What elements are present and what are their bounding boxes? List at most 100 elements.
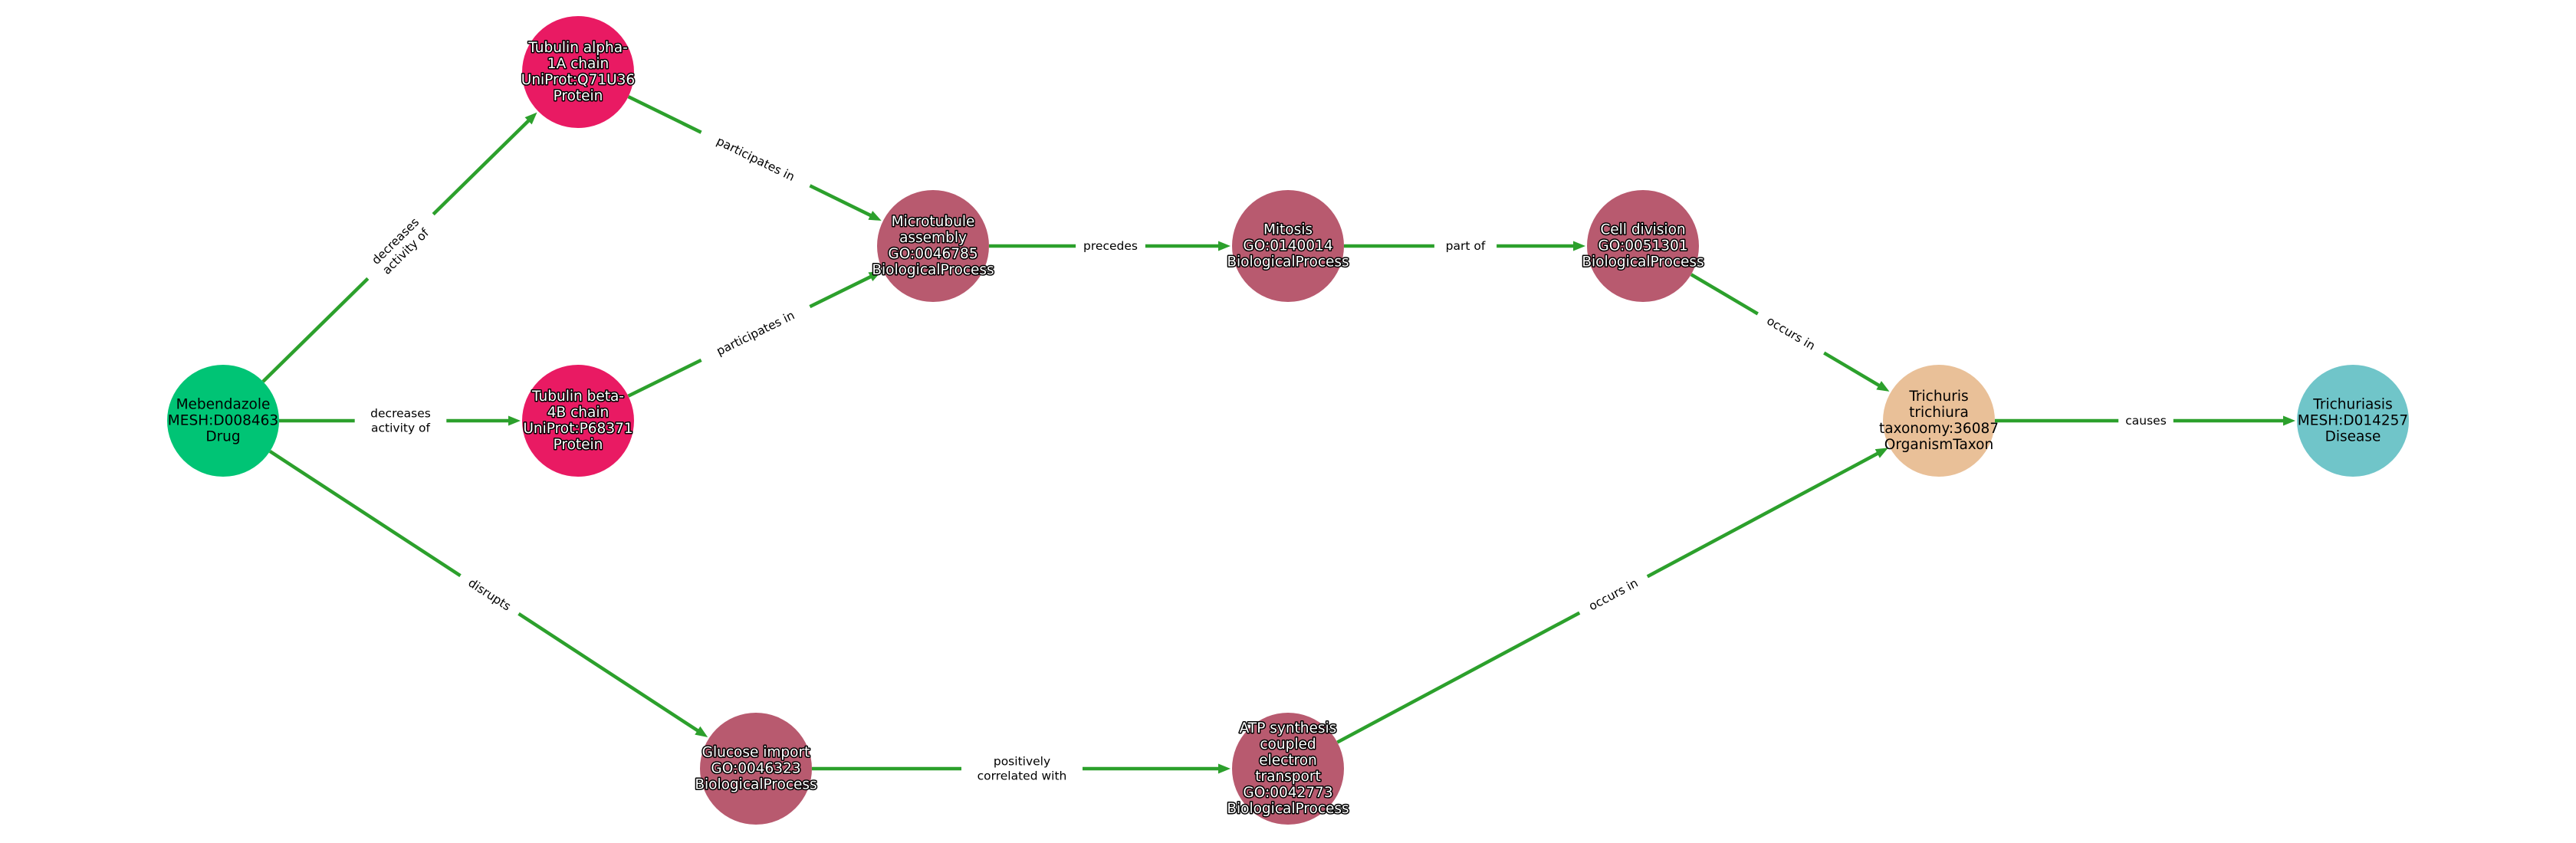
node-label: BiologicalProcess	[695, 777, 816, 793]
node-label: GO:0046323	[711, 761, 800, 777]
node-label: GO:0042773	[1243, 785, 1332, 801]
node-label: Trichuris	[1908, 389, 1968, 405]
node-label: BiologicalProcess	[872, 262, 994, 278]
edge-label: participates in	[697, 123, 814, 195]
edge-label-text: activity of	[371, 422, 431, 435]
edge-celldivision-trichuris: occurs in	[1690, 273, 1890, 392]
arrowhead-icon	[1876, 381, 1890, 392]
edge-label-background	[455, 567, 524, 622]
arrowhead-icon	[868, 271, 882, 282]
arrowhead-icon	[1573, 241, 1585, 251]
node-label: Protein	[554, 88, 603, 104]
arrowhead-icon	[868, 211, 882, 221]
edge-label: occurs in	[1575, 568, 1652, 622]
node-label: Glucose import	[702, 745, 810, 761]
edge-label-background	[1753, 305, 1829, 362]
node-glucose[interactable]: Glucose importGO:0046323BiologicalProces…	[694, 713, 818, 825]
arrowhead-icon	[508, 415, 521, 426]
edge-label-background	[961, 752, 1083, 786]
node-tubb4b[interactable]: Tubulin beta-4B chainUniProt:P68371Prote…	[522, 365, 634, 477]
node-label: Trichuriasis	[2312, 397, 2392, 413]
node-label: GO:0140014	[1243, 238, 1332, 254]
node-label: Tubulin alpha-	[527, 40, 628, 56]
node-label: MESH:D008463	[168, 413, 278, 429]
node-trichuris[interactable]: Trichuristrichiurataxonomy:36087Organism…	[1879, 365, 1999, 477]
edge-tubb4b-microtubule: participates in	[627, 271, 882, 398]
arrowhead-icon	[2283, 415, 2295, 426]
node-label: 4B chain	[547, 405, 609, 421]
node-circle[interactable]	[522, 16, 634, 128]
node-label: electron	[1259, 753, 1317, 769]
arrowhead-icon	[695, 726, 708, 737]
node-circle[interactable]	[167, 365, 279, 477]
node-label: Mitosis	[1263, 222, 1313, 238]
edge-label-text: participates in	[715, 134, 797, 184]
arrowhead-icon	[1218, 763, 1230, 774]
edge-label-text: participates in	[715, 308, 797, 358]
edge-trichuris-trichuriasis: causes	[1995, 411, 2295, 431]
node-label: Drug	[205, 429, 240, 445]
node-atp[interactable]: ATP synthesiscoupledelectrontransportGO:…	[1226, 713, 1350, 825]
edge-label: precedes	[1076, 236, 1145, 256]
node-circle[interactable]	[877, 190, 989, 302]
node-label: BiologicalProcess	[1582, 254, 1704, 271]
node-circle[interactable]	[522, 365, 634, 477]
edge-label: participates in	[697, 297, 814, 369]
edge-label: occurs in	[1753, 305, 1829, 362]
arrowhead-icon	[1875, 448, 1888, 458]
node-circle[interactable]	[2297, 365, 2409, 477]
node-label: Tubulin beta-	[531, 389, 624, 405]
node-label: trichiura	[1909, 405, 1969, 421]
node-circle[interactable]	[1587, 190, 1699, 302]
node-label: 1A chain	[547, 56, 609, 72]
edge-label-text: causes	[2125, 414, 2167, 428]
node-label: MESH:D014257	[2298, 413, 2408, 429]
edge-label-background	[1076, 236, 1145, 256]
edge-mitosis-celldivision: part of	[1344, 236, 1585, 256]
node-label: ATP synthesis	[1240, 720, 1337, 736]
node-microtubule[interactable]: MicrotubuleassemblyGO:0046785BiologicalP…	[871, 190, 995, 302]
edge-label-text: decreases	[370, 407, 431, 421]
edge-label-text: precedes	[1083, 239, 1138, 253]
node-label: OrganismTaxon	[1884, 437, 1993, 453]
edge-label: causes	[2118, 411, 2174, 431]
edge-label: part of	[1434, 236, 1497, 256]
node-label: coupled	[1260, 736, 1316, 753]
edge-label-background	[697, 297, 814, 369]
node-circle[interactable]	[1232, 713, 1344, 825]
node-label: Cell division	[1600, 222, 1685, 238]
edge-label-background	[1434, 236, 1497, 256]
node-label: Mebendazole	[176, 397, 271, 413]
node-circle[interactable]	[1883, 365, 1995, 477]
node-circle[interactable]	[1232, 190, 1344, 302]
edge-tuba1a-microtubule: participates in	[627, 95, 882, 221]
node-label: GO:0051301	[1598, 238, 1687, 254]
arrowhead-icon	[524, 112, 537, 125]
node-label: GO:0046785	[888, 246, 978, 262]
node-label: BiologicalProcess	[1227, 801, 1349, 817]
node-label: Microtubule	[892, 214, 975, 230]
node-label: Disease	[2325, 429, 2381, 445]
node-label: transport	[1255, 769, 1320, 785]
node-label: Protein	[554, 437, 603, 453]
node-circle[interactable]	[700, 713, 812, 825]
node-tuba1a[interactable]: Tubulin alpha-1A chainUniProt:Q71U36Prot…	[520, 16, 636, 128]
edge-label-text: part of	[1446, 239, 1486, 253]
edge-label-background	[354, 404, 447, 438]
edge-atp-trichuris: occurs in	[1336, 448, 1888, 744]
edge-label-background	[2118, 411, 2174, 431]
edge-mebendazole-glucose: disrupts	[268, 450, 708, 737]
